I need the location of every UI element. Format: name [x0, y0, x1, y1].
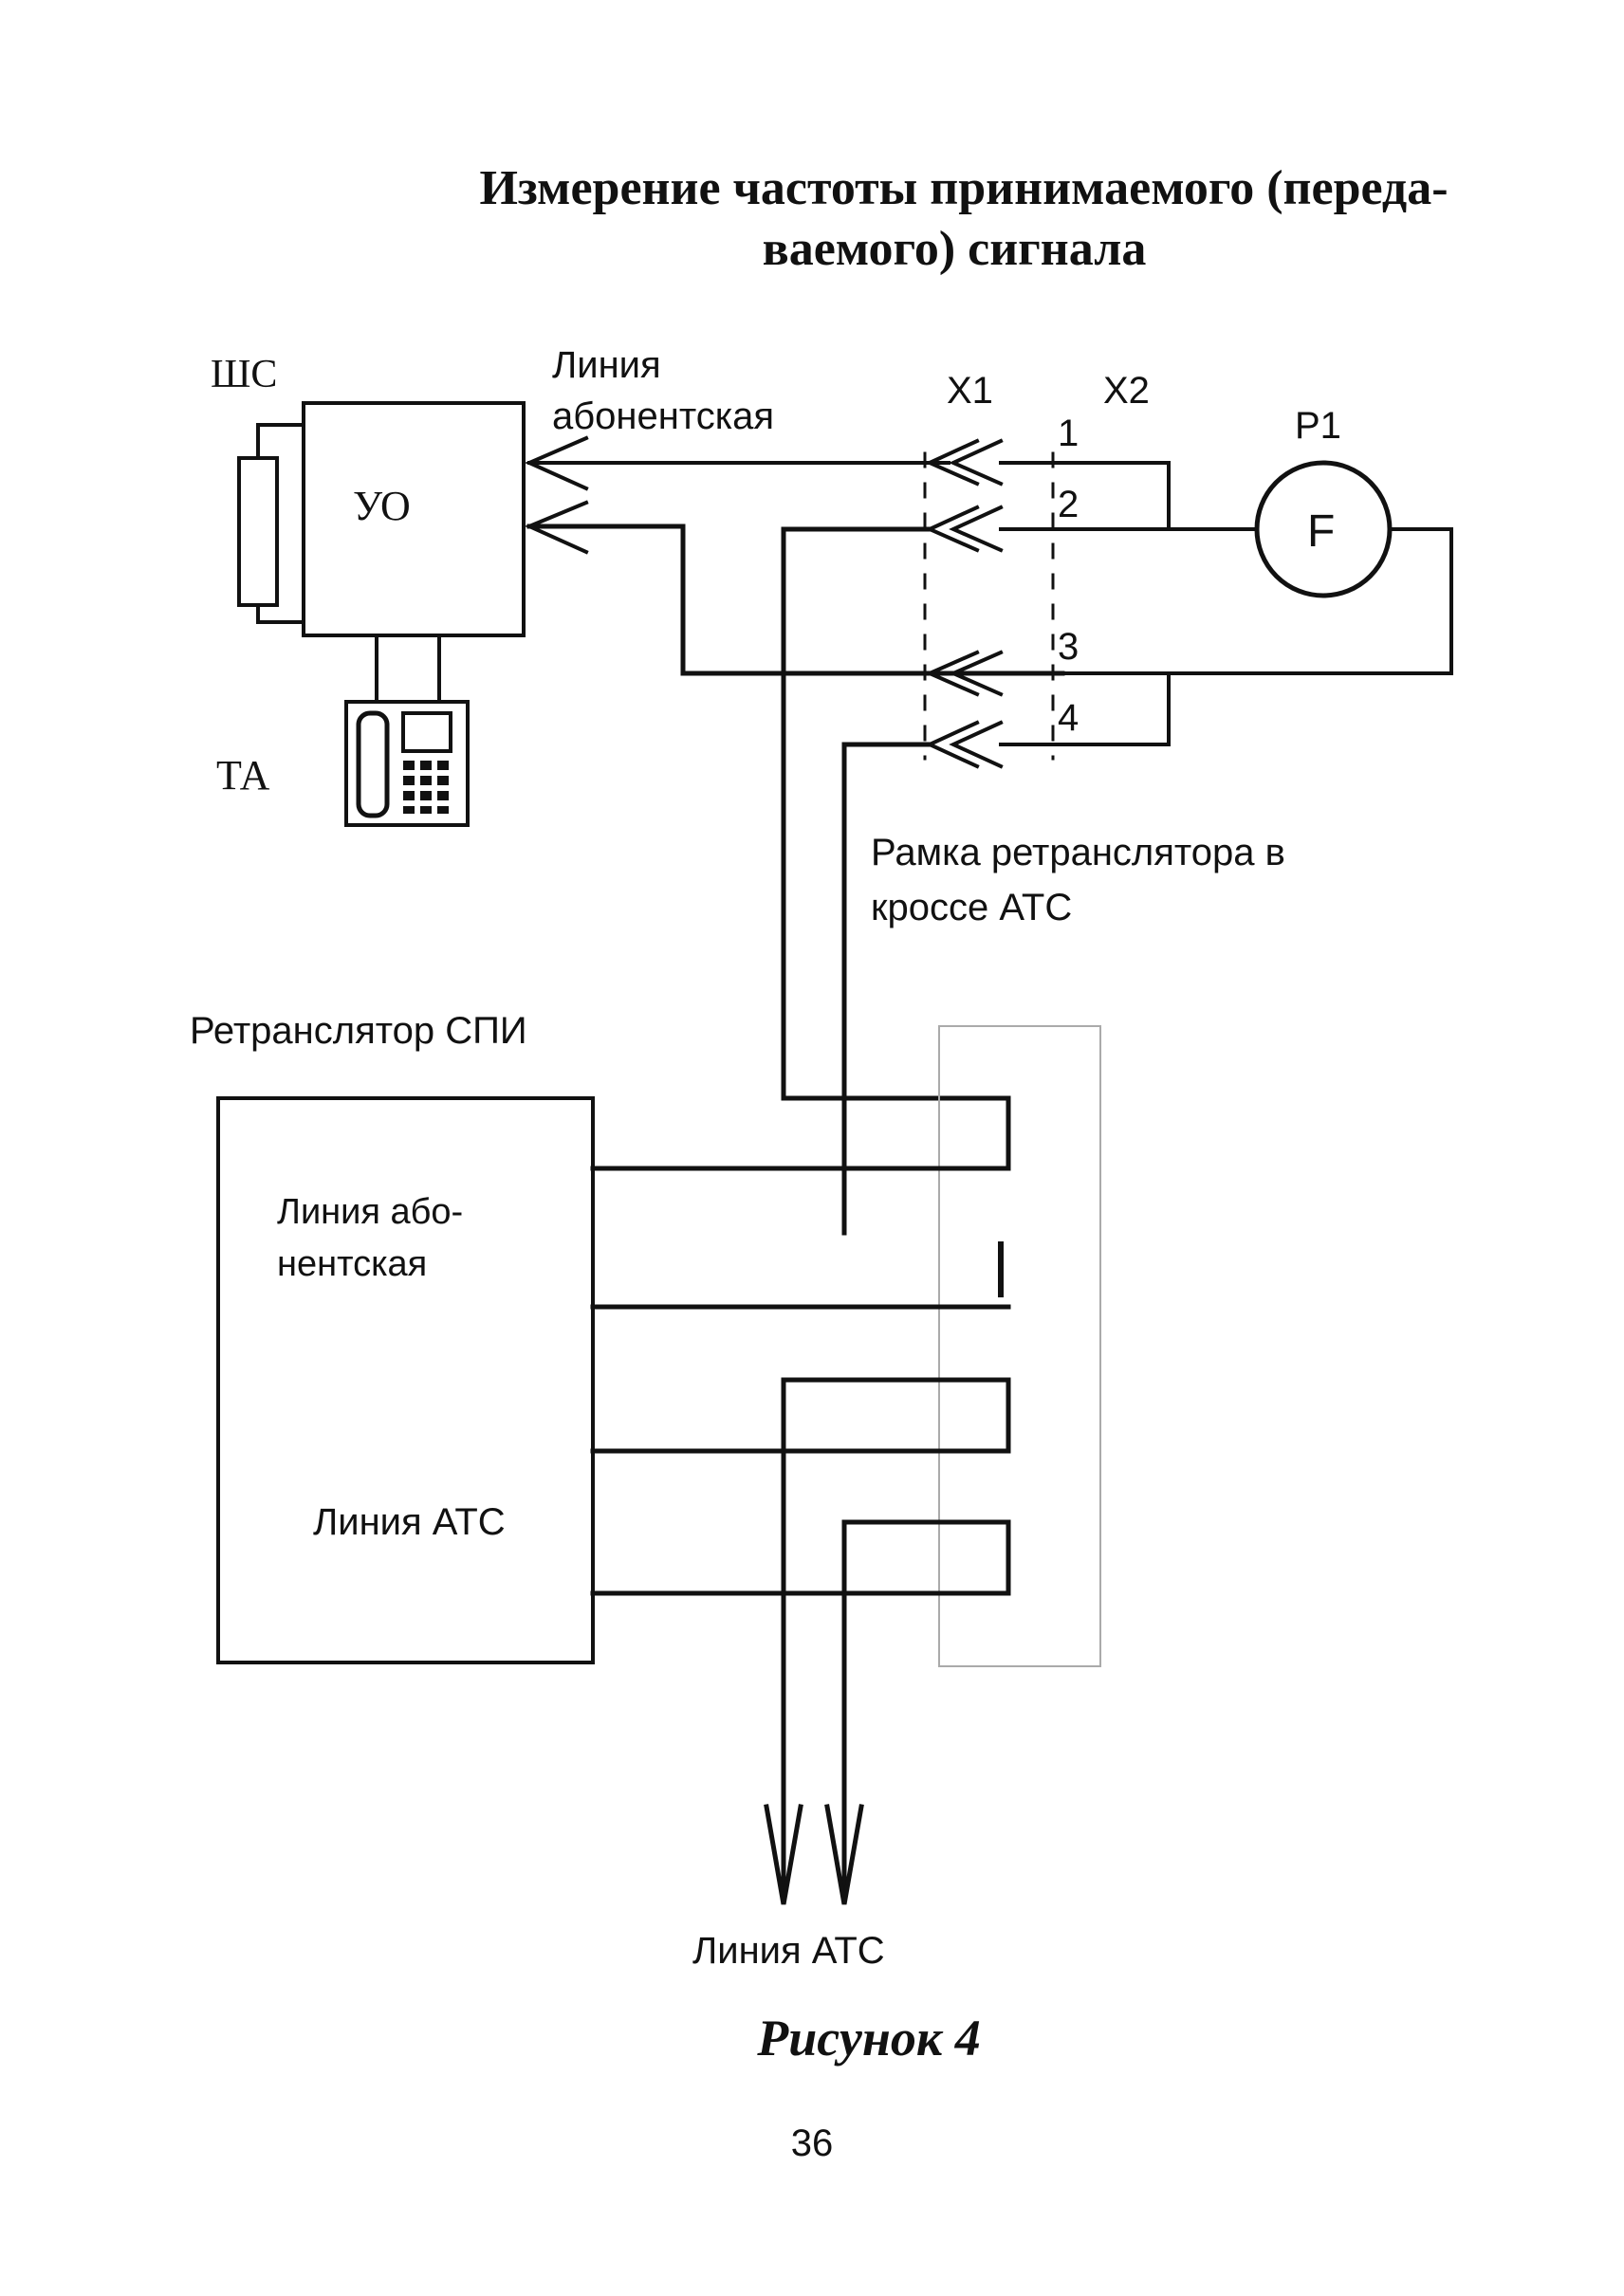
diagram-title-line-1: Измерение частоты принимаемого (переда-	[479, 161, 1449, 215]
label-pin-4: 4	[1058, 697, 1079, 739]
repeater-frame	[938, 1025, 1101, 1667]
wire-2-to-uo	[526, 523, 1065, 676]
label-box-ats: Линия АТС	[313, 1501, 506, 1543]
label-subscriber-line-2: абонентская	[552, 395, 774, 437]
label-p1: P1	[1295, 405, 1341, 447]
label-ta: ТА	[216, 752, 270, 799]
label-frame-2: кроссе АТС	[871, 887, 1072, 928]
label-x2: X2	[1103, 370, 1150, 412]
label-subscriber-line-1: Линия	[552, 344, 661, 386]
frequency-meter-p1	[1254, 460, 1393, 598]
telephone-icon	[344, 700, 470, 827]
arrow-ats-right	[824, 1804, 864, 1905]
label-box-subscriber-1: Линия або-	[277, 1192, 463, 1232]
label-pin-1: 1	[1058, 413, 1079, 454]
uo-device-box	[302, 401, 526, 637]
label-uo: УО	[353, 483, 411, 529]
figure-caption: Рисунок 4	[757, 2010, 981, 2066]
label-frame-1: Рамка ретранслятора в	[871, 832, 1285, 873]
label-pin-2: 2	[1058, 484, 1079, 525]
page-number: 36	[790, 2122, 834, 2164]
label-repeater-spi: Ретранслятор СПИ	[190, 1010, 527, 1052]
label-bottom-ats: Линия АТС	[692, 1930, 885, 1972]
label-shs: ШС	[211, 353, 277, 396]
repeater-spi-box	[216, 1096, 595, 1664]
wire-4	[841, 742, 932, 1236]
label-f: F	[1307, 506, 1335, 557]
label-pin-3: 3	[1058, 626, 1079, 668]
connector-x1	[925, 438, 1004, 769]
label-box-subscriber-2: нентская	[277, 1244, 427, 1284]
arrow-ats-left	[764, 1804, 803, 1905]
label-x1: X1	[947, 370, 993, 412]
diagram-title-line-2: ваемого) сигнала	[762, 222, 1147, 276]
shs-sensor	[237, 423, 305, 624]
